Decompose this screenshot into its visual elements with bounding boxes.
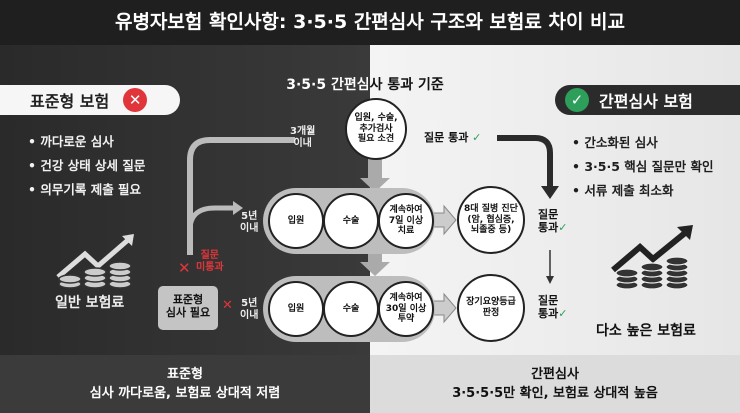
check-icon: ✓	[558, 221, 568, 235]
rising-coins-icon	[611, 225, 693, 290]
bullet: 의무기록 제출 필요	[28, 178, 145, 202]
standard-bullets: 까다로운 심사 건강 상태 상세 질문 의무기록 제출 필요	[28, 130, 145, 202]
bullet: 간소화된 심사	[572, 131, 714, 155]
bullet: 3·5·5 핵심 질문만 확인	[572, 155, 713, 179]
simplified-bullets: 간소화된 심사 3·5·5 핵심 질문만 확인 서류 제출 최소화	[572, 131, 714, 203]
summary-title: 간편심사	[531, 367, 579, 382]
x-circle-icon: ✕	[123, 88, 148, 112]
fail-x-icon: ✕	[178, 259, 191, 277]
criteria-heading: 3·5·5 간편심사 통과 기준	[270, 74, 460, 94]
question-pass-top: 질문 통과 ✓	[424, 131, 482, 144]
standard-heading-text: 표준형 보험	[30, 92, 110, 111]
page-title: 유병자보험 확인사항: 3·5·5 간편심사 구조와 보험료 차이 비교	[0, 0, 740, 45]
standard-premium-label: 일반 보험료	[55, 295, 125, 311]
check-circle-icon: ✓	[565, 88, 589, 112]
bullet: 서류 제출 최소화	[572, 179, 714, 203]
simplified-heading-text: 간편심사 보험	[599, 92, 693, 111]
simplified-insurance-heading: ✓ 간편심사 보험	[555, 85, 740, 115]
row1-hospitalization: 입원	[268, 193, 324, 249]
simplified-premium-label: 다소 높은 보험료	[596, 323, 696, 339]
criteria-heading-text: 3·5·5 간편심사 통과 기준	[286, 77, 444, 93]
check-icon: ✓	[472, 131, 482, 144]
summary-title: 표준형	[167, 367, 203, 382]
bullet: 까다로운 심사	[28, 130, 145, 154]
eight-major-diseases-circle: 8대 질병 진단(암, 협심증,뇌졸중 등)	[457, 186, 525, 254]
rising-coins-icon	[56, 234, 134, 289]
check-icon: ✓	[558, 307, 568, 321]
bullet: 건강 상태 상세 질문	[28, 154, 145, 178]
standard-insurance-heading: 표준형 보험 ✕	[0, 85, 180, 115]
summary-desc: 3·5·5·5만 확인, 보험료 상대적 높음	[452, 386, 658, 401]
simplified-summary: 간편심사 3·5·5·5만 확인, 보험료 상대적 높음	[370, 355, 740, 413]
row2-surgery: 수술	[323, 281, 379, 337]
row1-surgery: 수술	[323, 193, 379, 249]
fail-x-icon: ✕	[222, 298, 233, 313]
summary-desc: 심사 까다로움, 보험료 상대적 저렴	[89, 386, 281, 401]
row2-hospitalization: 입원	[268, 281, 324, 337]
